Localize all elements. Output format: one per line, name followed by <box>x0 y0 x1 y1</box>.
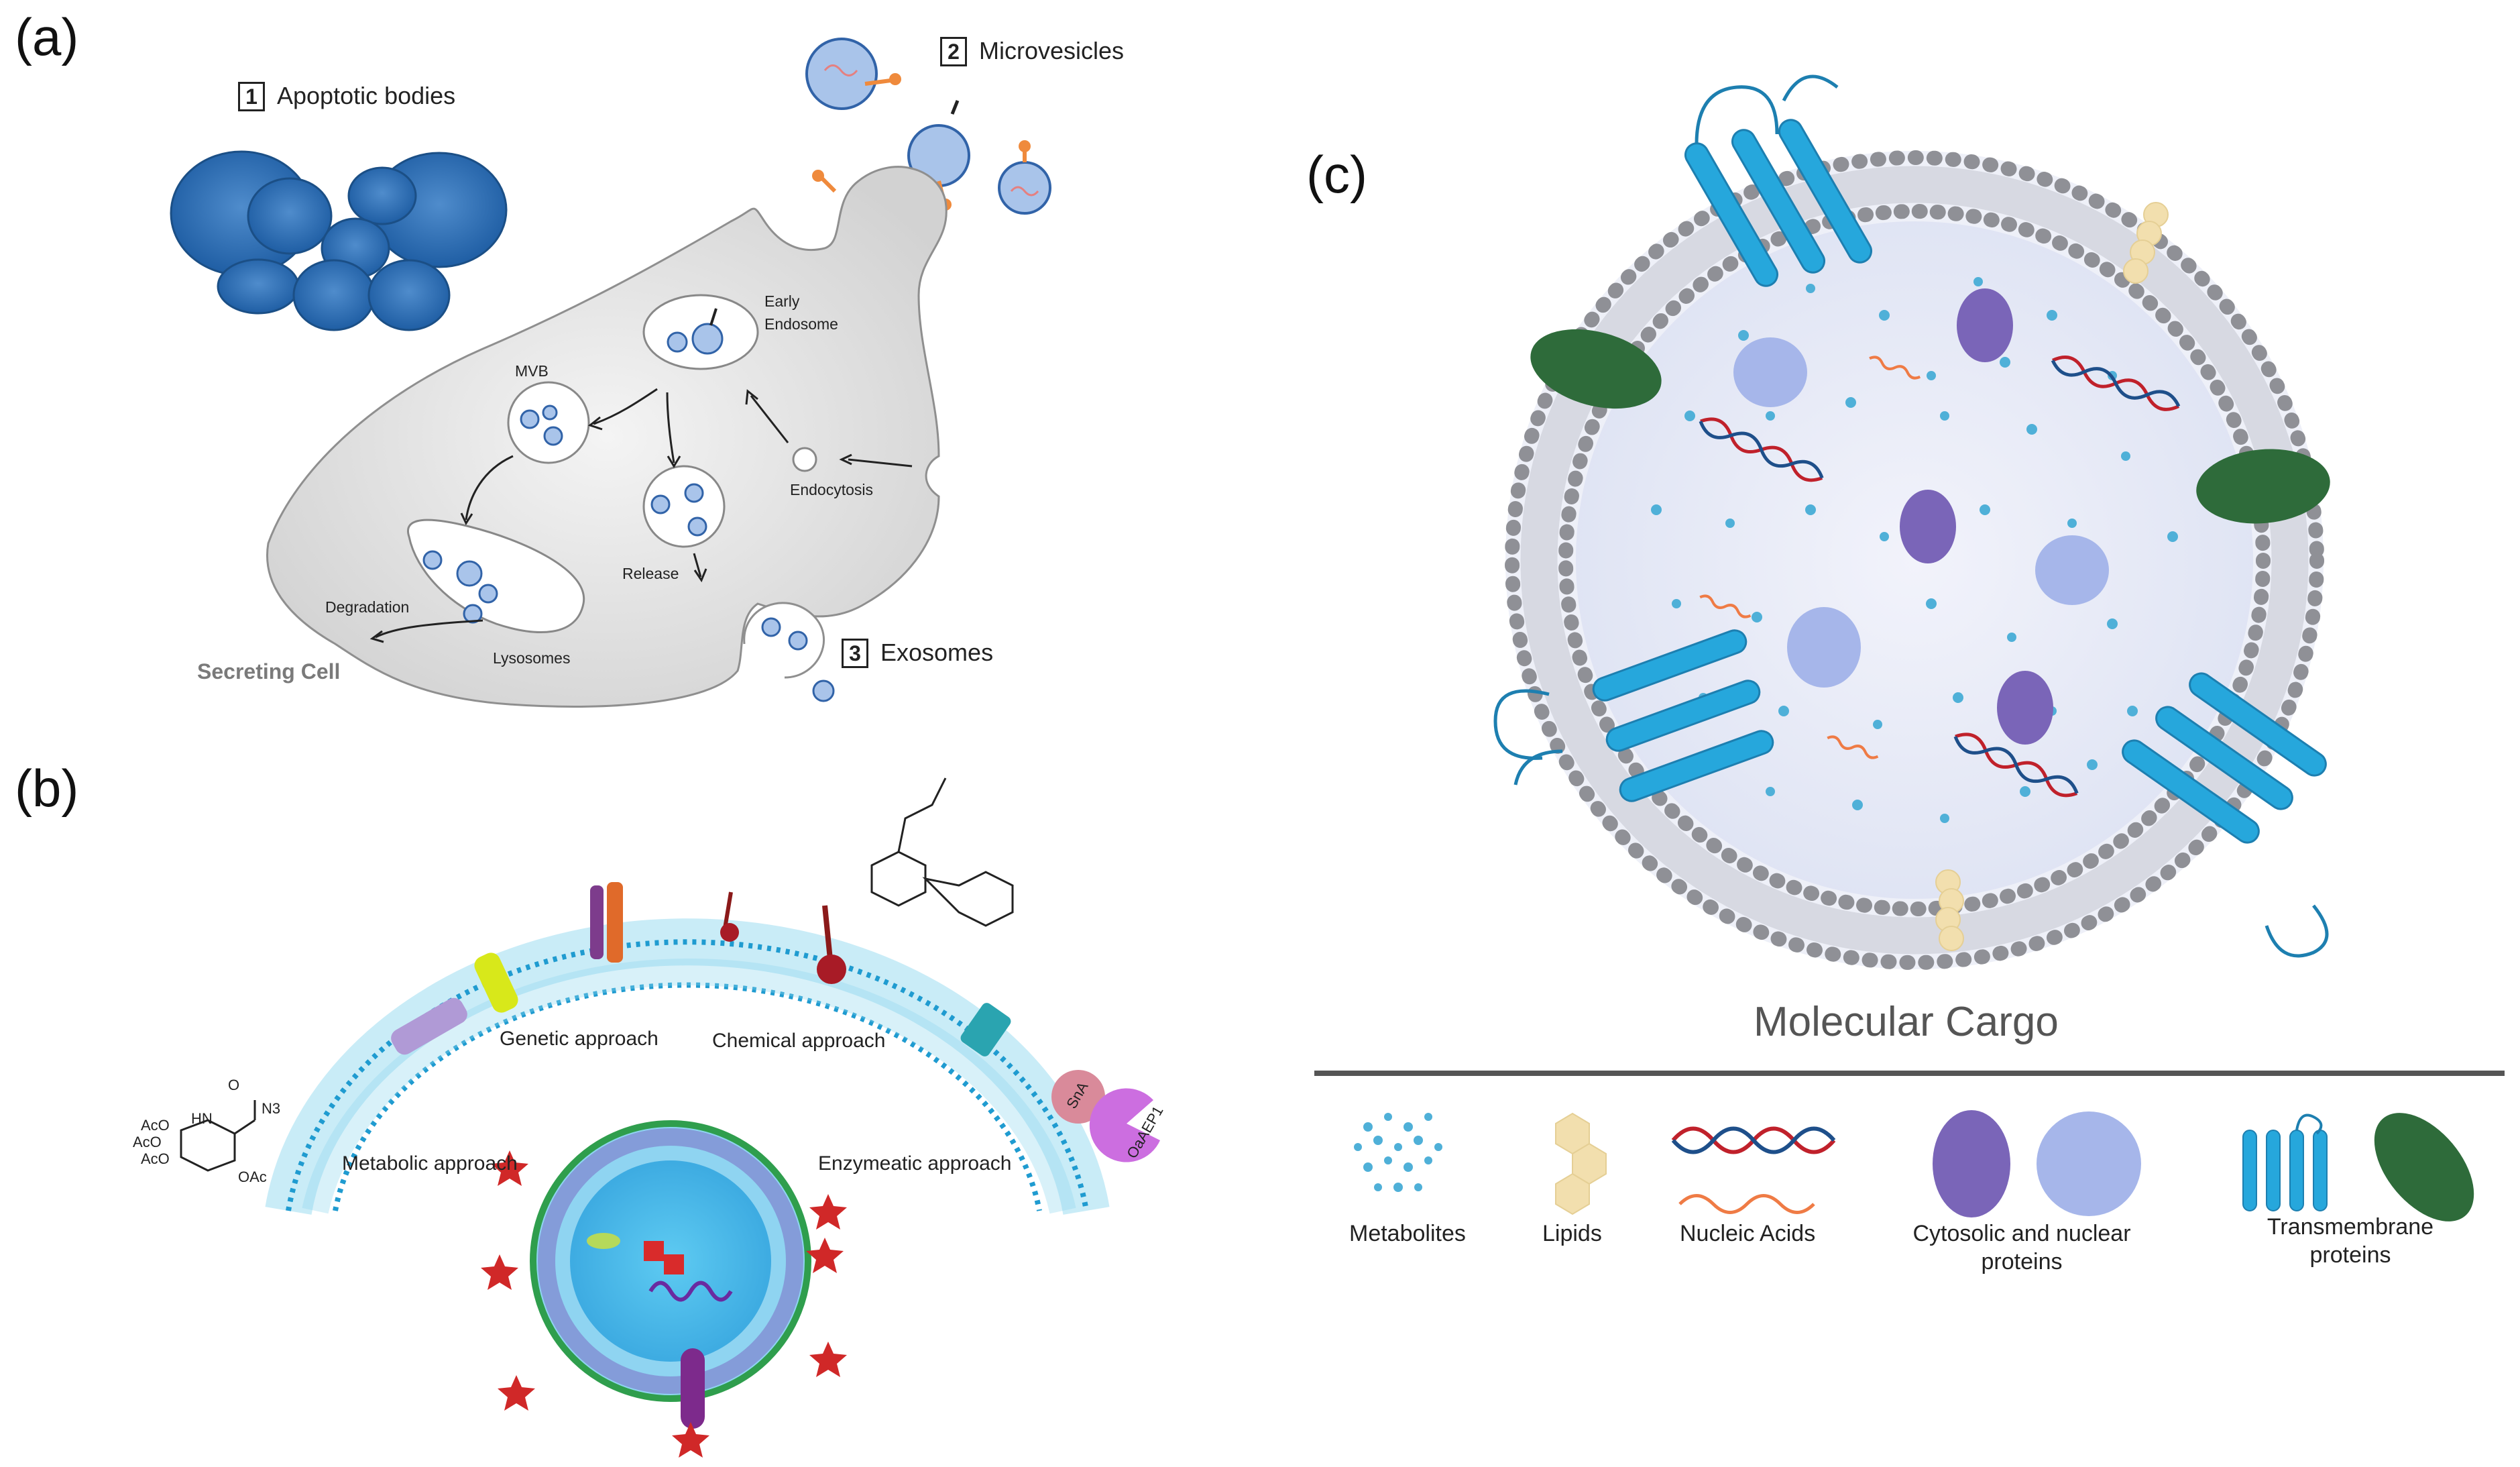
legend-transmembrane-icon <box>2242 1113 2474 1221</box>
degradation-label: Degradation <box>325 598 410 616</box>
legend-nucleic-acids-icon <box>1671 1126 1836 1214</box>
dna-strands <box>1699 356 2181 798</box>
legend-transmembrane-label-2: proteins <box>2309 1242 2391 1268</box>
legend-nucleic-acids-label: Nucleic Acids <box>1680 1221 1816 1246</box>
rna-strands <box>1699 356 1921 759</box>
number-1-box: 1 <box>238 82 265 111</box>
apoptotic-label: 1 Apoptotic bodies <box>238 82 455 111</box>
legend-transmembrane-label-1: Transmembrane <box>2267 1214 2434 1240</box>
acetyl-label-2: AcO <box>133 1134 162 1150</box>
panel-a-letter: (a) <box>15 7 79 66</box>
endocytosis-vesicle <box>792 447 817 472</box>
secreting-cell-label: Secreting Cell <box>197 659 341 684</box>
lysosome <box>407 519 585 633</box>
exosomes-label: 3 Exosomes <box>842 639 993 668</box>
panel-b-letter: (b) <box>15 759 79 818</box>
sna-enzyme <box>1051 1070 1105 1124</box>
lysosomes-label: Lysosomes <box>493 649 571 667</box>
legend-metabolites-icon <box>1354 1113 1442 1192</box>
molecular-cargo-title: Molecular Cargo <box>1754 999 2059 1045</box>
acetyl-label-3: AcO <box>141 1150 170 1167</box>
microvesicles-text: Microvesicles <box>979 37 1125 64</box>
legend-metabolites-label: Metabolites <box>1349 1221 1466 1246</box>
hn-label: HN <box>191 1110 213 1127</box>
early-endosome-label: Early Endosome <box>764 292 838 333</box>
apoptotic-bodies-cluster <box>170 150 508 331</box>
panel-c-graphics <box>1314 74 2505 1221</box>
microvesicles-group <box>805 38 1051 215</box>
panel-b-graphics <box>180 777 1160 1458</box>
genetic-approach-label: Genetic approach <box>500 1028 658 1050</box>
enzymatic-approach-label: Enzymeatic approach <box>818 1152 1012 1175</box>
mvb <box>507 381 590 464</box>
legend-proteins-label-1: Cytosolic and nuclear <box>1912 1221 2131 1246</box>
legend-proteins-icon <box>1933 1110 2141 1217</box>
lipid-chain <box>1935 202 2169 951</box>
label-stars <box>481 1150 847 1458</box>
tm-blue-proteins <box>1592 119 2327 844</box>
legend-lipids-icon <box>1555 1112 1607 1215</box>
panel-a-graphics <box>170 38 1051 708</box>
pathway-arrows <box>369 388 913 643</box>
azide-label: N3 <box>262 1100 281 1117</box>
panel-c-letter: (c) <box>1306 145 1367 204</box>
carbonyl-o-label: O <box>228 1077 240 1093</box>
endocytosis-label: Endocytosis <box>790 481 874 498</box>
legend-lipids-label: Lipids <box>1542 1221 1602 1246</box>
tm-green-proteins <box>1530 329 2330 524</box>
exosomes-text: Exosomes <box>880 639 994 666</box>
metabolic-approach-label: Metabolic approach <box>342 1152 518 1175</box>
release-label: Release <box>622 565 679 582</box>
number-3-box: 3 <box>842 639 868 668</box>
chemical-approach-label: Chemical approach <box>712 1030 886 1052</box>
legend-proteins-label-2: proteins <box>1981 1249 2063 1274</box>
acetyl-label-1: AcO <box>141 1117 170 1134</box>
number-2-box: 2 <box>940 37 967 66</box>
apoptotic-text: Apoptotic bodies <box>277 82 456 109</box>
oac-label: OAc <box>238 1169 267 1185</box>
mvb-label: MVB <box>515 362 549 380</box>
microvesicles-label: 2 Microvesicles <box>940 37 1124 66</box>
sugar-structure <box>180 777 1014 1172</box>
cytosolic-proteins <box>1733 288 2109 745</box>
